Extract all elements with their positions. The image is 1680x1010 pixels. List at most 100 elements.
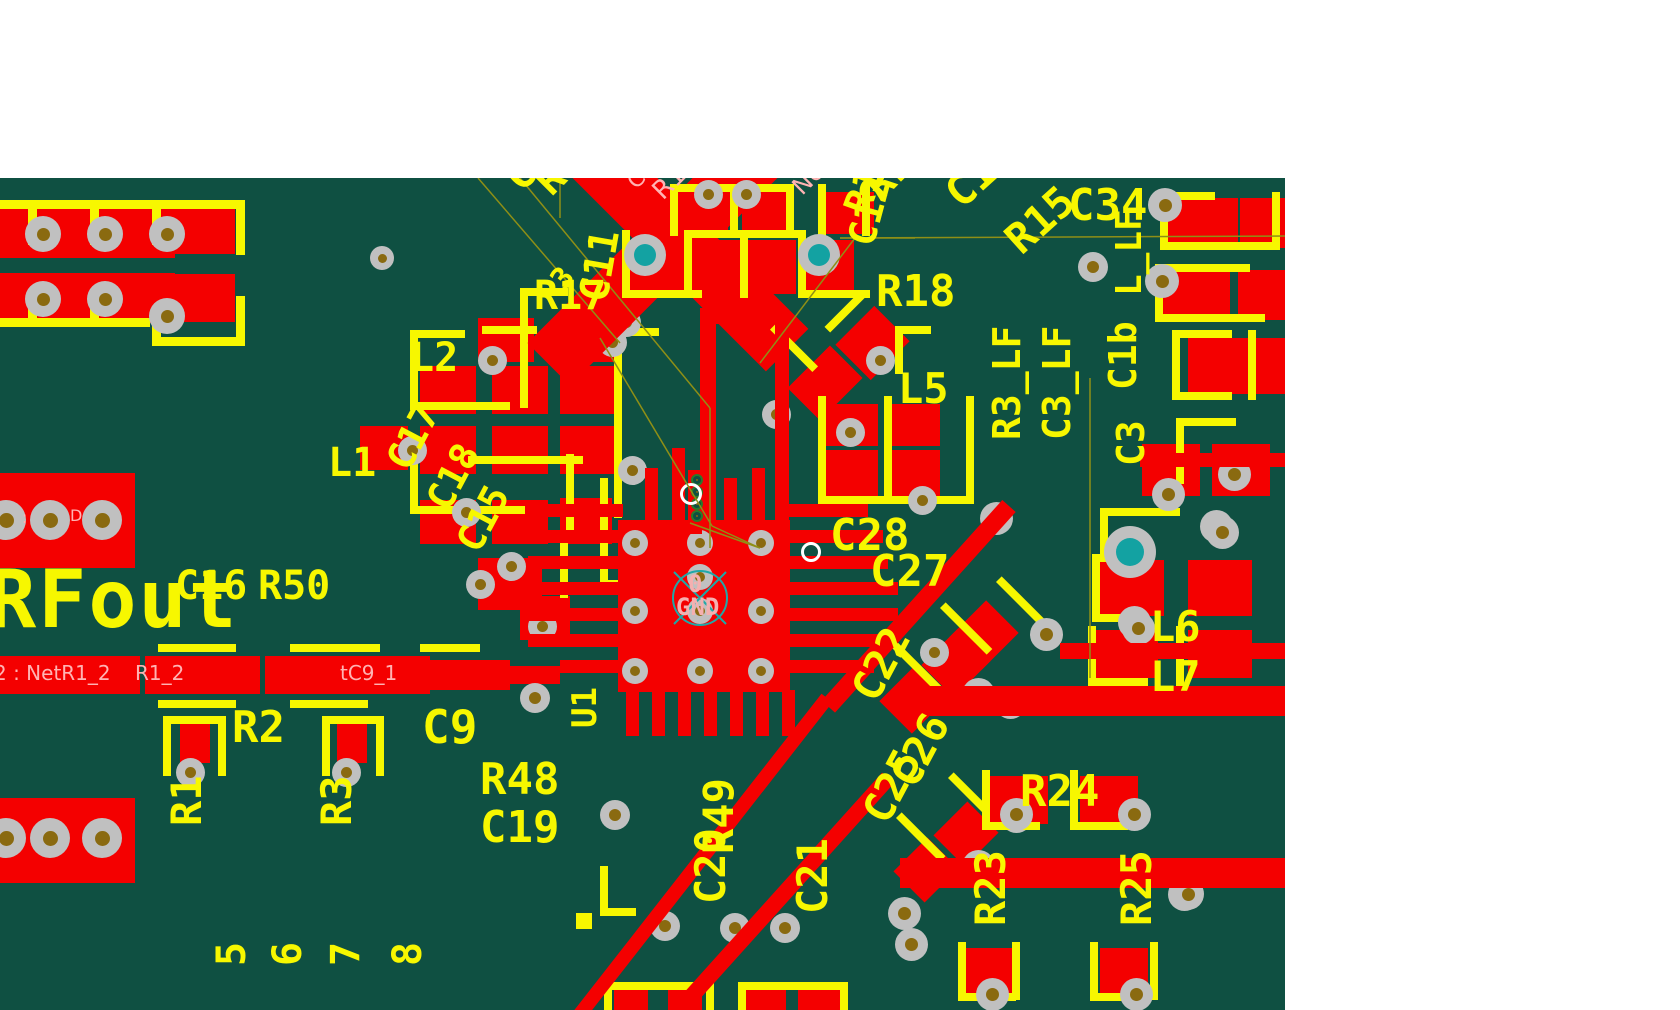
rfout-connector-via[interactable]: [30, 500, 70, 540]
l5-via[interactable]: [836, 418, 865, 447]
ic-thermal-via[interactable]: [687, 564, 713, 590]
l6-via[interactable]: [1122, 612, 1155, 645]
silk-rp-a: [1092, 554, 1100, 622]
silk-c3-b: [1176, 418, 1236, 426]
footprint-via[interactable]: [497, 552, 526, 581]
ic-thermal-via[interactable]: [622, 598, 648, 624]
rfout-connector-via-b[interactable]: [82, 818, 122, 858]
designator-R49: R49: [694, 778, 743, 854]
connector-via[interactable]: [87, 281, 123, 317]
lf-via[interactable]: [1078, 252, 1108, 282]
designator-R1: R1: [162, 775, 211, 826]
l6-via[interactable]: [1206, 516, 1239, 549]
ic-pin-trace-top: [724, 478, 737, 524]
silk-l6-c: [1070, 770, 1078, 830]
rfout-connector-via[interactable]: [82, 500, 122, 540]
c28-via[interactable]: [1030, 618, 1063, 651]
ic-thermal-via[interactable]: [687, 598, 713, 624]
silk-r1-left: [163, 716, 171, 776]
net-label-r1-2: R1_2: [135, 661, 185, 685]
isolated-via[interactable]: [370, 246, 394, 270]
misc-via[interactable]: [895, 928, 928, 961]
silk-top-i: [740, 230, 748, 298]
c28-via[interactable]: [920, 638, 949, 667]
r1-via[interactable]: [176, 758, 205, 787]
footprint-via[interactable]: [618, 456, 647, 485]
ic-thermal-via[interactable]: [748, 658, 774, 684]
c25-via[interactable]: [888, 897, 921, 930]
connector-via[interactable]: [149, 298, 185, 334]
ic-thermal-via[interactable]: [622, 530, 648, 556]
silk-c1-a: [1172, 330, 1180, 400]
top-fp-via[interactable]: [694, 180, 723, 209]
selected-pad-marker[interactable]: [801, 542, 821, 562]
l7-via[interactable]: [1118, 798, 1151, 831]
thermal-pad-index: 0: [688, 570, 703, 598]
r25-via[interactable]: [1120, 978, 1153, 1010]
silk-l2-c: [410, 402, 510, 410]
silk-u1-mark: [576, 913, 592, 929]
ic-pin-trace: [788, 608, 898, 621]
rf-trace-horizontal-low: [900, 858, 1285, 888]
pcb-board-area[interactable]: : D: [0, 178, 1285, 1010]
silk-c3-d: [1100, 508, 1180, 516]
connector-via[interactable]: [149, 216, 185, 252]
silk-r3-bot: [290, 700, 368, 708]
top-fp-via[interactable]: [732, 180, 761, 209]
top-fp-via-teal[interactable]: [624, 234, 666, 276]
footprint-via[interactable]: [478, 346, 507, 375]
l5-via[interactable]: [866, 346, 895, 375]
ic-thermal-via[interactable]: [687, 658, 713, 684]
footprint-via[interactable]: [452, 498, 481, 527]
connector-via[interactable]: [25, 216, 61, 252]
silk-top-f: [622, 290, 702, 298]
footprint-via[interactable]: [466, 570, 495, 599]
silk-lf-b: [1155, 264, 1250, 272]
ic-thermal-via[interactable]: [748, 530, 774, 556]
c3-via[interactable]: [1152, 478, 1185, 511]
l2-pad: [420, 426, 476, 474]
silk-top-a: [670, 184, 678, 236]
l5-via[interactable]: [908, 486, 937, 515]
silk-l2-f: [520, 288, 568, 296]
silk-l5-c: [966, 396, 974, 504]
via-teal-large[interactable]: [1104, 526, 1156, 578]
top-fp-pad: [692, 240, 740, 294]
lf-via[interactable]: [1145, 264, 1179, 298]
silk-r24-d: [1090, 942, 1098, 1000]
connector-via[interactable]: [87, 216, 123, 252]
ic-pin-trace-top: [700, 308, 716, 524]
ic-thermal-via[interactable]: [622, 658, 648, 684]
connector-via[interactable]: [25, 281, 61, 317]
ic-thermal-via[interactable]: [687, 530, 713, 556]
designator-L5: L5: [898, 364, 949, 413]
silk-top-g: [684, 230, 692, 298]
silk-c1-d: [1248, 330, 1256, 400]
selected-via-marker[interactable]: [680, 483, 702, 505]
r3-via[interactable]: [332, 758, 361, 787]
designator-C19: C19: [480, 802, 560, 853]
r24-via[interactable]: [976, 978, 1009, 1010]
port-label-rfout: RFout: [0, 553, 239, 646]
footprint-via[interactable]: [398, 436, 427, 465]
ic-pin-trace-top: [672, 448, 685, 524]
rfout-connector-via-b[interactable]: [30, 818, 70, 858]
ic-pin-trace: [788, 634, 888, 647]
ic-pin-trace-bot: [756, 690, 769, 736]
top-fp-pad: [748, 240, 796, 294]
u1-corner-via[interactable]: [600, 800, 630, 830]
ic-thermal-via[interactable]: [748, 598, 774, 624]
rf-trace-segment: [145, 656, 260, 694]
l6-via[interactable]: [1000, 798, 1033, 831]
silk-r1-bot: [158, 700, 236, 708]
u1-corner-via[interactable]: [770, 913, 800, 943]
u1-corner-via[interactable]: [520, 683, 550, 713]
silk-l6-d: [1070, 822, 1128, 830]
ic-pin-trace: [560, 660, 620, 673]
top-fp-via-teal[interactable]: [798, 234, 840, 276]
silk-r24-c: [1012, 942, 1020, 1000]
c34-via[interactable]: [1148, 188, 1182, 222]
pin-number-8: 8: [385, 941, 431, 966]
stitch-via[interactable]: [691, 510, 703, 522]
